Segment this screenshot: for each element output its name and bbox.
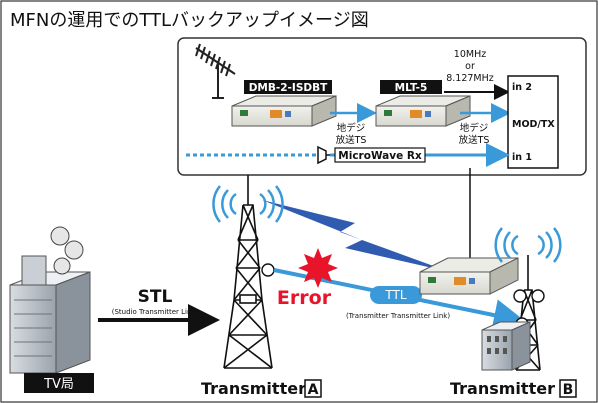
dish-antenna-icon [261,263,275,277]
modtx-label: MOD/TX [512,119,555,130]
stl-label: STL [138,287,173,307]
freq-line3: 8.127MHz [446,73,494,84]
small-building [481,321,531,371]
dish-antenna-icon [317,145,330,165]
port-in2: in 2 [512,82,532,93]
microwave-label-box [334,147,426,163]
port-in1: in 1 [512,152,532,163]
ts-label-a-line2: 放送TS [336,134,367,146]
tx-a-letter-box [304,379,322,398]
ttl-badge [370,286,422,304]
tv-building [9,226,91,374]
tx-b-label: Transmitter [450,379,555,398]
ts-label-a-line1: 地デジ [337,122,366,134]
freq-line1: 10MHz [454,49,486,60]
ts-label-b-line1: 地デジ [460,122,489,134]
tx-b-letter: B [563,382,574,398]
mlt-label-box [380,80,442,94]
lightning-icon [262,200,450,272]
page-title: MFNの運用でのTTLバックアップイメージ図 [10,10,369,31]
tv-label: TV局 [43,377,74,392]
receiver-label: DMB-2-ISDBT [249,82,328,94]
error-label: Error [277,287,332,309]
stl-full-label: (Studio Transmitter Link) [112,308,199,316]
tv-label-box [24,373,94,393]
mlt-device [375,95,471,127]
tx-a-label: Transmitter [201,379,306,398]
freq-line2: or [465,61,475,72]
relay-device [419,257,519,295]
tx-a-letter: A [308,382,319,398]
microwave-label: MicroWave Rx [338,150,422,162]
radio-wave-icon [494,227,562,263]
yagi-antenna-icon [195,43,236,99]
ts-label-b-line2: 放送TS [459,134,490,146]
mlt-label: MLT-5 [395,82,428,94]
radio-wave-icon [212,185,284,223]
explosion-icon [298,248,338,288]
dish-antenna-icon [50,226,84,275]
receiver-label-box [244,80,332,94]
modtx-box [507,75,559,169]
ttl-full-label: (Transmitter Transmitter Link) [346,312,450,320]
ttl-label: TTL [384,288,406,302]
tower-a [223,175,273,369]
tx-b-letter-box [559,379,577,398]
receiver-device [231,95,337,127]
